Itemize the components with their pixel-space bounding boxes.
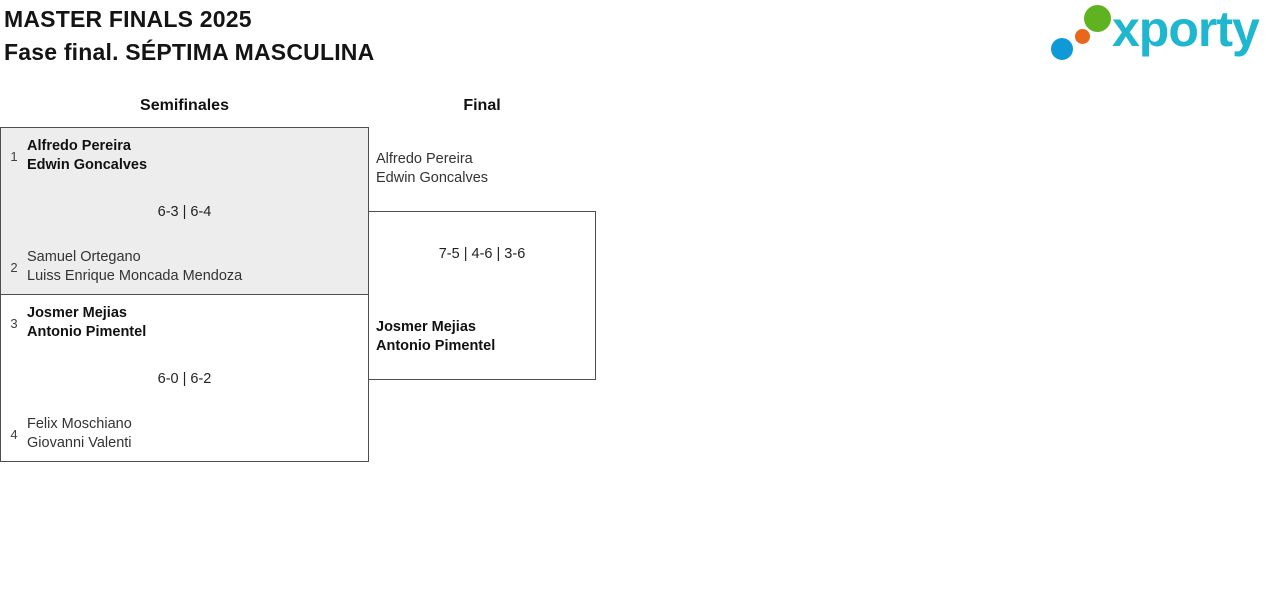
team-slot: 4 Felix Moschiano Giovanni Valenti (1, 415, 368, 453)
player-name: Giovanni Valenti (27, 435, 132, 451)
player-name: Alfredo Pereira (27, 138, 131, 154)
player-name: Felix Moschiano (27, 416, 132, 432)
logo-wordmark: xporty (1112, 1, 1260, 57)
team-names: Josmer Mejias Antonio Pimentel (27, 304, 146, 342)
player-name: Josmer Mejias (376, 319, 476, 335)
xporty-logo[interactable]: xporty (1048, 1, 1276, 68)
team-names: Alfredo Pereira Edwin Goncalves (27, 137, 147, 175)
logo-dot-green-icon (1084, 5, 1111, 32)
seed-number: 2 (10, 259, 18, 275)
player-name: Alfredo Pereira (376, 151, 473, 167)
final-team-bottom: Josmer Mejias Antonio Pimentel (376, 318, 495, 356)
final-match-score: 7-5 | 4-6 | 3-6 (438, 246, 526, 262)
match-semifinal-1: 1 Alfredo Pereira Edwin Goncalves 6-3 | … (0, 127, 369, 295)
team-slot: 3 Josmer Mejias Antonio Pimentel (1, 304, 368, 342)
seed-number: 4 (10, 426, 18, 442)
team-slot: 1 Alfredo Pereira Edwin Goncalves (1, 137, 368, 175)
seed-number: 3 (10, 315, 18, 331)
player-name: Antonio Pimentel (376, 338, 496, 354)
match-final (368, 211, 596, 380)
player-name: Edwin Goncalves (27, 157, 148, 173)
round-header-semifinales: Semifinales (140, 97, 229, 114)
seed-number: 1 (10, 148, 18, 164)
logo-dot-orange-icon (1075, 29, 1090, 44)
match-score: 6-3 | 6-4 (157, 203, 212, 220)
player-name: Samuel Ortegano (27, 249, 141, 265)
match-semifinal-2: 3 Josmer Mejias Antonio Pimentel 6-0 | 6… (0, 295, 369, 462)
round-header-final: Final (463, 97, 501, 114)
player-name: Josmer Mejias (27, 305, 127, 321)
player-name: Edwin Goncalves (376, 170, 489, 186)
player-name: Antonio Pimentel (27, 324, 147, 340)
team-names: Samuel Ortegano Luiss Enrique Moncada Me… (27, 248, 242, 286)
player-name: Luiss Enrique Moncada Mendoza (27, 268, 243, 284)
match-score: 6-0 | 6-2 (157, 370, 212, 387)
team-slot: 2 Samuel Ortegano Luiss Enrique Moncada … (1, 248, 368, 286)
final-team-top: Alfredo Pereira Edwin Goncalves (376, 150, 488, 188)
page-title: MASTER FINALS 2025 (4, 6, 252, 32)
logo-dot-blue-icon (1051, 38, 1073, 60)
team-names: Felix Moschiano Giovanni Valenti (27, 415, 132, 453)
page-subtitle: Fase final. SÉPTIMA MASCULINA (4, 39, 375, 65)
